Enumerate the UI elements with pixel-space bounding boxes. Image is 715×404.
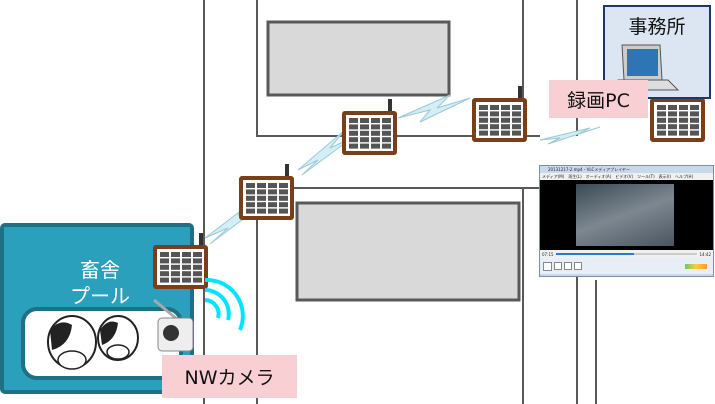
office-label: 事務所 bbox=[628, 16, 686, 38]
repeater-icon bbox=[239, 164, 294, 220]
player-title: 20131217-2.mp4 - VLCメディアプレイヤー bbox=[548, 167, 630, 172]
time-elapsed: 07:15 bbox=[542, 251, 554, 257]
camera-icon bbox=[153, 298, 194, 352]
cow-icon bbox=[47, 315, 139, 370]
next-button[interactable] bbox=[574, 262, 582, 270]
barn-label-line1: 畜舎 bbox=[80, 258, 120, 282]
wifi-camera-icon bbox=[204, 277, 245, 331]
menu-item[interactable]: 表示(I) bbox=[658, 174, 671, 179]
building-top bbox=[266, 20, 451, 97]
video-frame bbox=[540, 180, 713, 250]
menu-item[interactable]: メディア(M) bbox=[542, 174, 565, 179]
seek-bar[interactable]: 07:15 14:42 bbox=[540, 250, 713, 258]
prev-button[interactable] bbox=[554, 262, 562, 270]
recorder-pc-label: 録画PC bbox=[549, 80, 648, 118]
menu-item[interactable]: オーディオ(A) bbox=[585, 174, 612, 179]
repeater-icon bbox=[650, 86, 705, 142]
building-bottom bbox=[295, 201, 521, 302]
barn-label-line2: プール bbox=[70, 284, 130, 308]
menu-item[interactable]: 再生(L) bbox=[568, 174, 582, 179]
menu-item[interactable]: ヘルプ(H) bbox=[674, 174, 694, 179]
player-menu: メディア(M) 再生(L) オーディオ(A) ビデオ(V) ツール(T) 表示(… bbox=[540, 173, 713, 180]
repeater-icon bbox=[153, 233, 208, 289]
time-total: 14:42 bbox=[699, 251, 711, 257]
stop-button[interactable] bbox=[564, 262, 572, 270]
repeater-icon bbox=[472, 86, 527, 142]
camera-label: NWカメラ bbox=[162, 355, 297, 398]
play-button[interactable] bbox=[543, 261, 552, 271]
volume-slider[interactable] bbox=[685, 263, 707, 269]
menu-item[interactable]: ビデオ(V) bbox=[615, 174, 634, 179]
menu-item[interactable]: ツール(T) bbox=[637, 174, 655, 179]
repeater-icon bbox=[342, 99, 397, 155]
video-player-screenshot: 20131217-2.mp4 - VLCメディアプレイヤー メディア(M) 再生… bbox=[539, 165, 714, 277]
player-controls bbox=[540, 258, 713, 274]
road-lines bbox=[203, 0, 597, 404]
